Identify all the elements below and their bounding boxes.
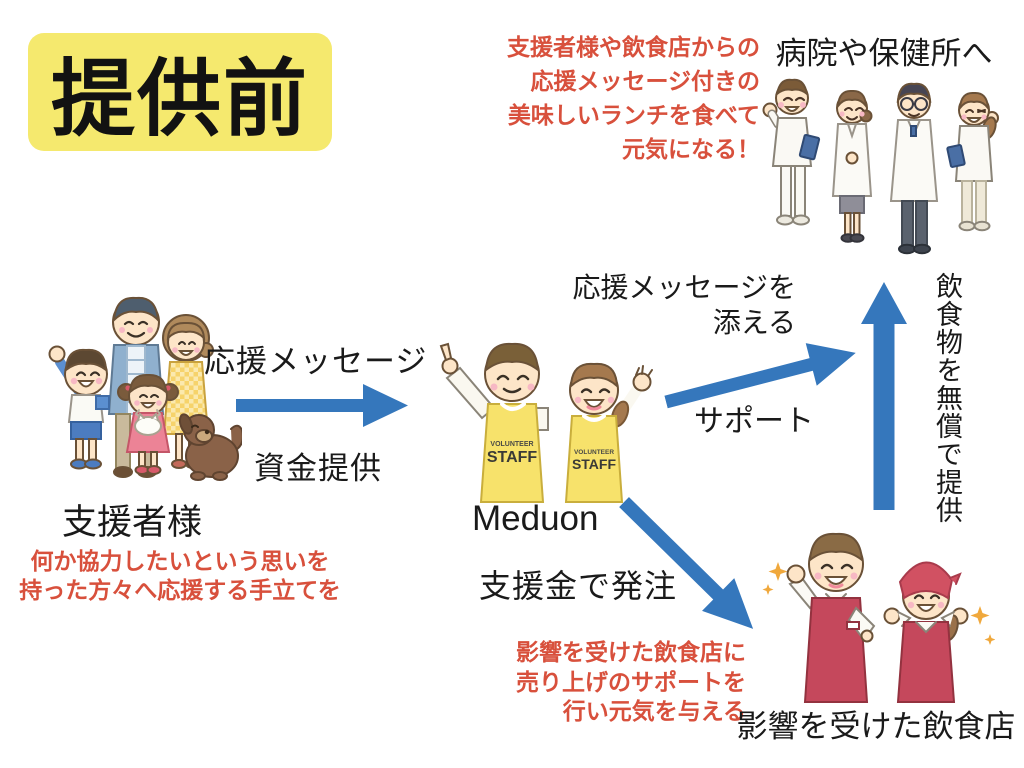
hospital-label: 病院や保健所へ xyxy=(775,36,993,71)
supporter-label: 支援者様 xyxy=(62,503,203,542)
top-note-line: 応援メッセージ付きの xyxy=(530,68,760,94)
male-nurse xyxy=(762,78,821,226)
restaurant-note-line: 行い元気を与える xyxy=(562,698,746,724)
female-doctor xyxy=(831,89,873,243)
girl xyxy=(117,373,179,475)
supporter-note-line: 何か協力したいという思いを xyxy=(30,548,330,574)
vest-text-volunteer: VOLUNTEER xyxy=(490,441,533,448)
free-food-label: 飲食物を無償で提供 xyxy=(932,272,962,524)
free-food-arrow xyxy=(861,282,907,510)
sparkle-icon xyxy=(970,606,990,625)
attach-message-line: 添える xyxy=(712,307,796,338)
sparkle-icon xyxy=(984,634,995,645)
supporter-family-illustration xyxy=(48,296,242,481)
sparkle-icon xyxy=(768,562,788,581)
medical-staff-illustration xyxy=(762,78,999,255)
top-note-line: 美味しいランチを食べて xyxy=(507,102,760,128)
top-note: 支援者様や飲食店からの 応援メッセージ付きの 美味しいランチを食べて 元気になる… xyxy=(478,30,760,166)
vest-text-staff: STAFF xyxy=(572,456,617,472)
dog xyxy=(178,413,242,481)
boy xyxy=(48,345,110,470)
restaurant-note: 影響を受けた飲食店に 売り上げのサポートを 行い元気を与える xyxy=(484,638,746,727)
restaurant-note-line: 影響を受けた飲食店に xyxy=(516,639,746,665)
restaurant-woman xyxy=(883,561,969,703)
attach-message-label: 応援メッセージを 添える xyxy=(548,270,796,340)
volunteer-man: VOLUNTEER STAFF xyxy=(439,342,549,503)
meduon-staff-illustration: VOLUNTEER STAFF VOLUNTEER STAFF xyxy=(439,342,653,503)
supporter-note-line: 持った方々へ応援する手立てを xyxy=(19,577,341,603)
order-label: 支援金で発注 xyxy=(479,568,678,604)
sparkle-icon xyxy=(762,584,774,595)
female-nurse xyxy=(946,91,999,232)
stage-title: 提供前 xyxy=(50,51,309,146)
message-arrow xyxy=(236,384,408,427)
supporter-note: 何か協力したいという思いを 持った方々へ応援する手立てを xyxy=(12,547,348,605)
meduon-label: Meduon xyxy=(472,499,599,538)
funding-label: 資金提供 xyxy=(254,451,382,486)
top-note-line: 支援者様や飲食店からの xyxy=(507,34,760,60)
top-note-line: 元気になる！ xyxy=(622,136,760,162)
male-doctor xyxy=(889,82,939,255)
restaurant-staff-illustration xyxy=(762,532,995,703)
vest-text-volunteer: VOLUNTEER xyxy=(574,449,614,456)
restaurant-label: 影響を受けた飲食店 xyxy=(736,709,1016,744)
attach-message-line: 応援メッセージを xyxy=(572,272,796,303)
order-arrow xyxy=(619,497,754,629)
volunteer-woman: VOLUNTEER STAFF xyxy=(564,362,653,503)
support-label: サポート xyxy=(694,405,814,438)
support-message-label: 応援メッセージ xyxy=(204,344,428,379)
restaurant-man xyxy=(786,532,876,703)
support-arrow xyxy=(664,343,856,409)
vest-text-staff: STAFF xyxy=(487,449,538,466)
stage-title-badge: 提供前 xyxy=(28,33,332,151)
restaurant-note-line: 売り上げのサポートを xyxy=(516,668,746,695)
